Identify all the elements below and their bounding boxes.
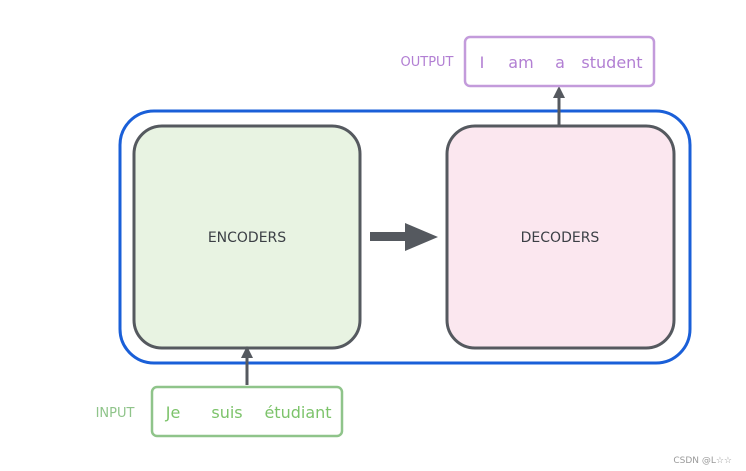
encoders-label: ENCODERS [208,230,286,246]
output-token: I [480,53,485,72]
output-token: am [508,53,533,72]
input-token: suis [211,403,242,422]
input-label: INPUT [96,406,135,421]
transformer-container [118,109,692,365]
output-label: OUTPUT [401,55,454,70]
watermark: CSDN @L☆☆ [673,456,732,466]
input-token: Je [165,403,181,422]
output-box [463,35,656,88]
input-box [150,385,344,438]
decoders-label: DECODERS [521,230,600,246]
output-token: student [581,53,642,72]
input-token: étudiant [264,403,331,422]
input-arrow [241,346,253,385]
output-token: a [555,53,565,72]
output-arrow [553,86,565,126]
encoder-to-decoder-arrow [370,223,438,251]
